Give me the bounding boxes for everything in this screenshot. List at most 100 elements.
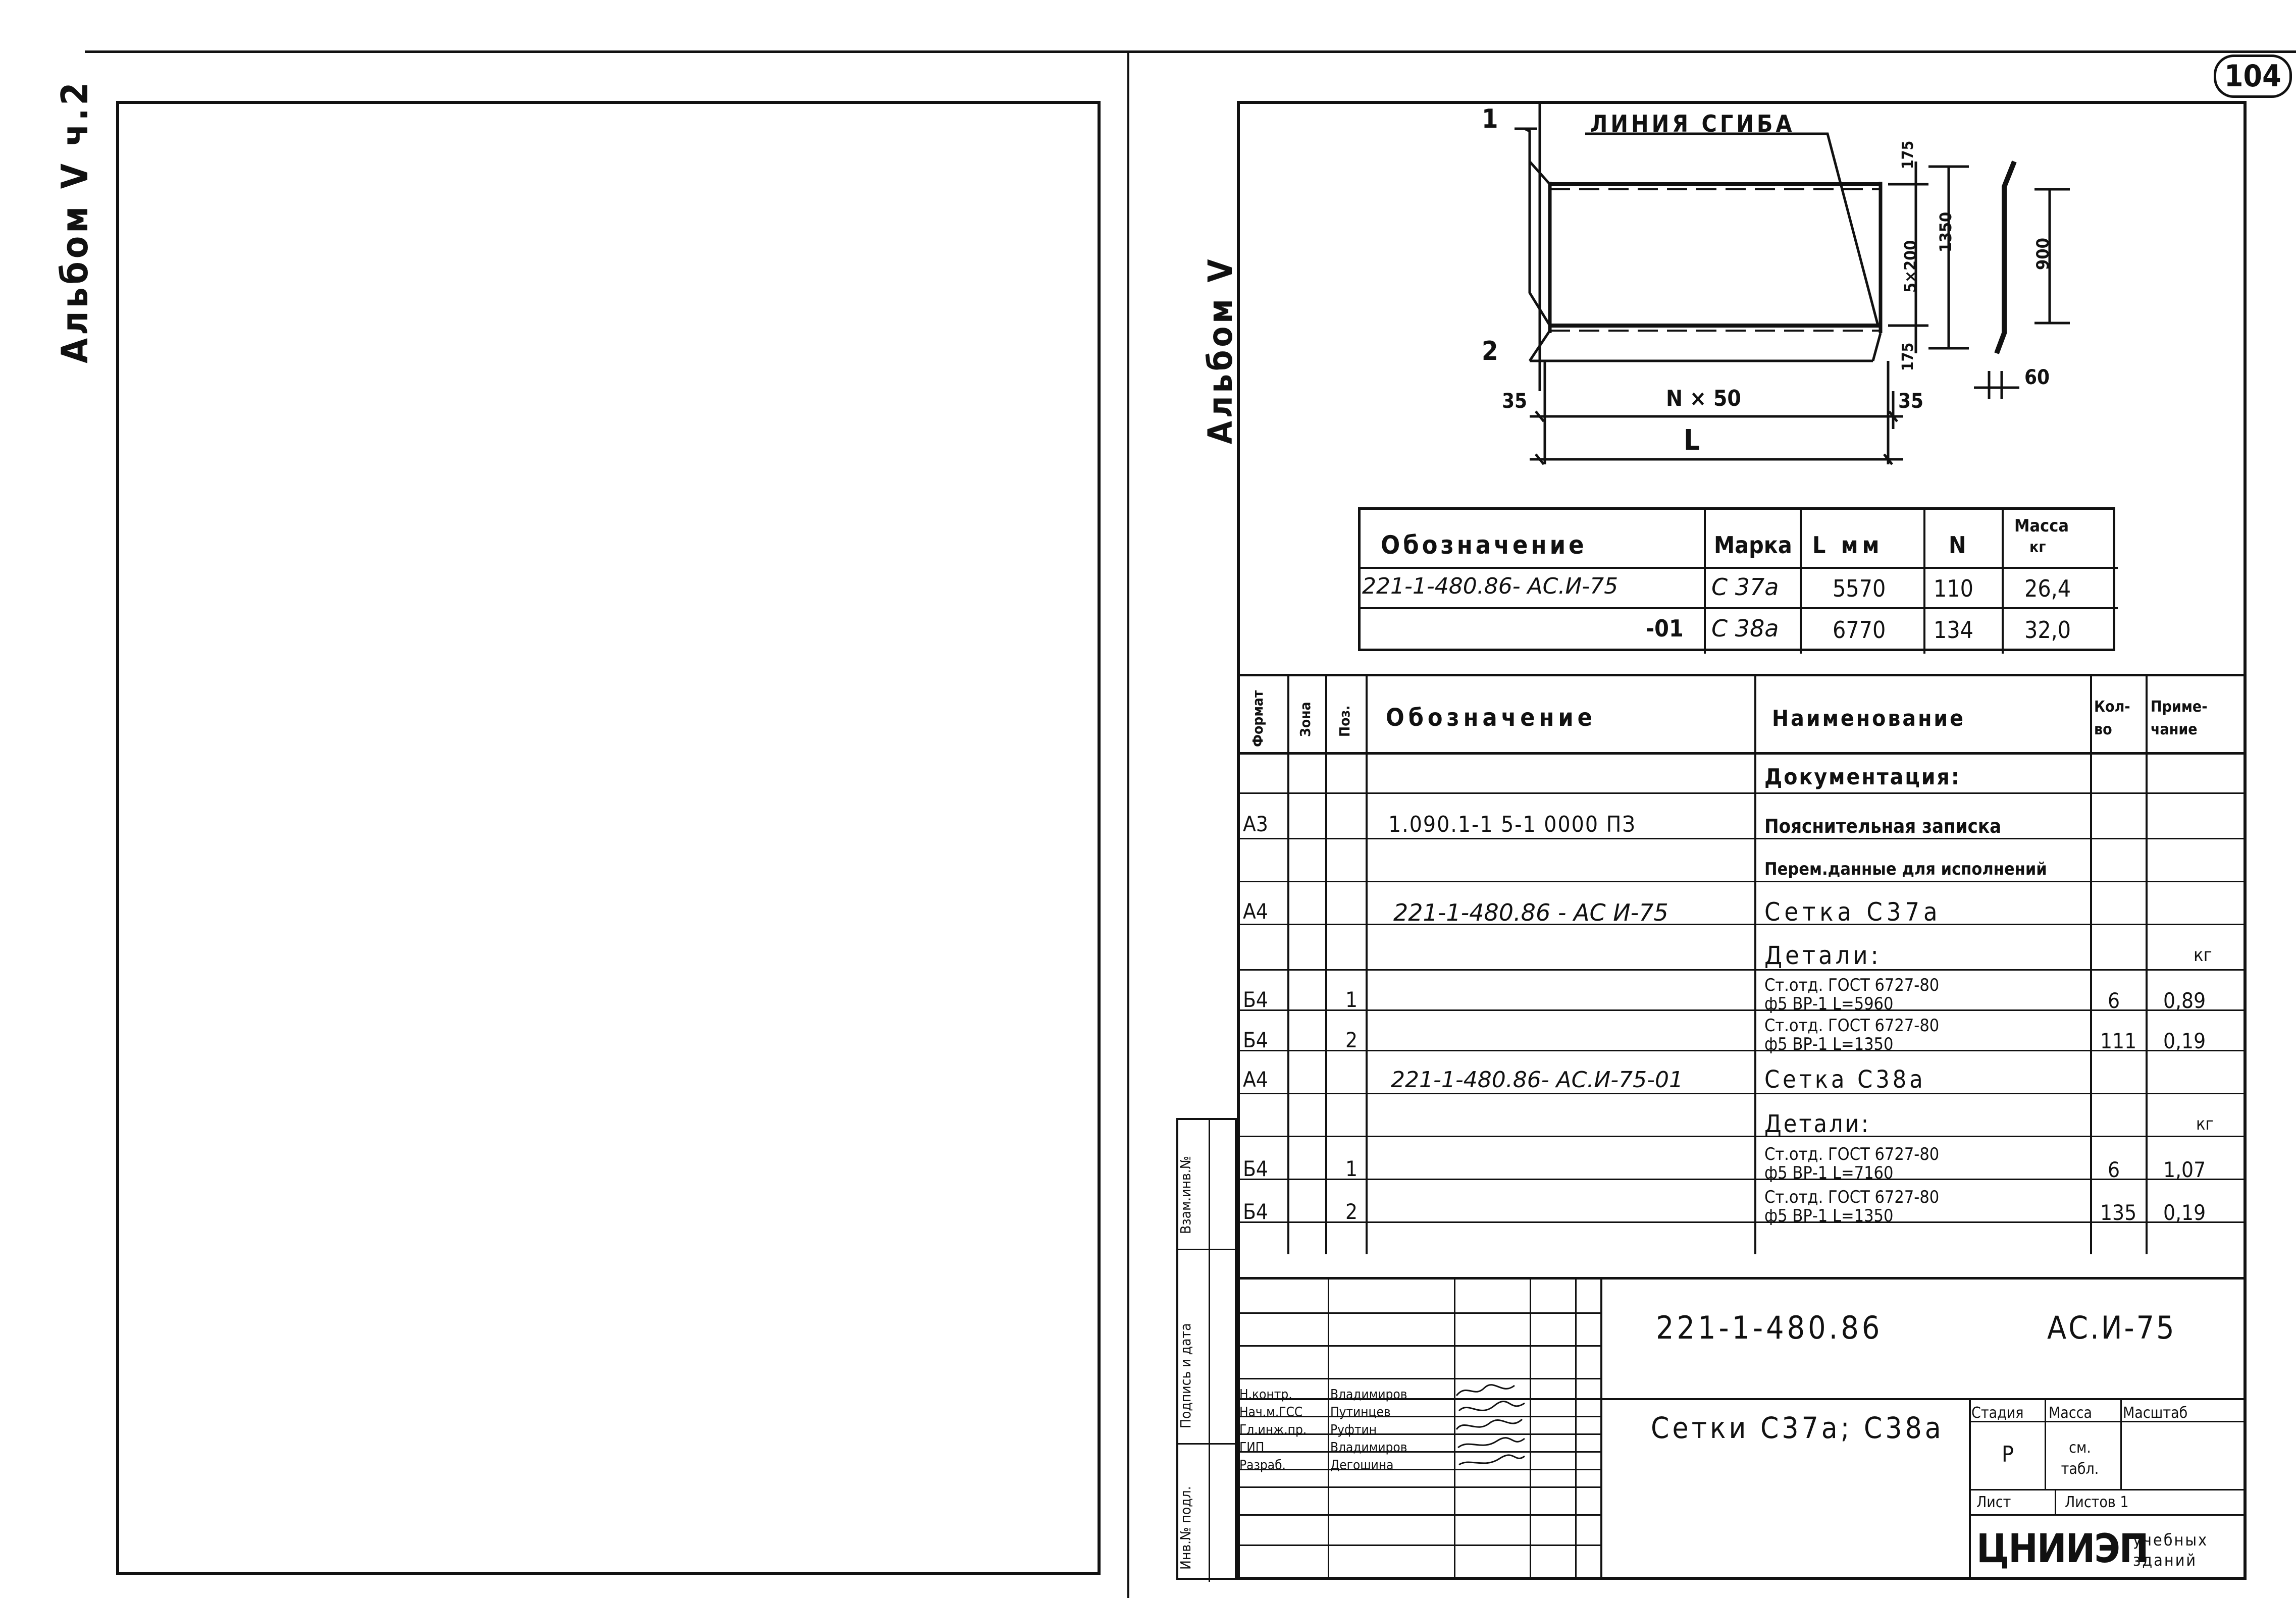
spec-row7-name: Ст.отд. ГОСТ 6727-80: [1764, 1016, 1940, 1036]
signer-1-role: Н.контр.: [1239, 1387, 1292, 1402]
spec-row11-name: Ст.отд. ГОСТ 6727-80: [1764, 1187, 1940, 1207]
variants-row1-l: 5570: [1833, 575, 1886, 602]
dim-900: 900: [2033, 238, 2053, 270]
dim-L: L: [1684, 424, 1700, 457]
spec-header-zone: Зона: [1297, 702, 1314, 737]
spec-row5-note: кг: [2194, 945, 2212, 966]
signer-5-role: Разраб.: [1239, 1458, 1286, 1473]
dim-175-top: 175: [1899, 140, 1917, 169]
dim-1350: 1350: [1936, 211, 1955, 252]
signer-5-name: Дегошина: [1330, 1458, 1394, 1473]
dim-5x200: 5×200: [1901, 240, 1920, 293]
spec-table: [1237, 674, 2247, 1254]
side-stamp: [1176, 1118, 1239, 1582]
signer-3-name: Руфтин: [1330, 1422, 1377, 1437]
spec-header-designation: Обозначение: [1386, 704, 1596, 732]
spec-row6-pos: 1: [1345, 987, 1358, 1012]
album-label: Альбом Ⅴ: [1201, 256, 1240, 444]
side-stamp-podpis: Подпись и дата: [1177, 1323, 1194, 1428]
spec-row10-qty: 6: [2108, 1157, 2120, 1182]
scale-header: Масштаб: [2123, 1404, 2188, 1422]
spec-header-format: Формат: [1249, 690, 1266, 747]
spec-row11-note: 0,19: [2163, 1200, 2206, 1225]
spec-row7-name2: ф5 ВР-1 L=1350: [1764, 1034, 1894, 1054]
top-border-line: [85, 50, 2296, 53]
org-logo: ЦНИИЭП: [1976, 1526, 2149, 1572]
doc-suffix: АС.И-75: [2047, 1309, 2176, 1346]
title-block: [1237, 1277, 2247, 1580]
mass-header: Масса: [2049, 1404, 2093, 1422]
variants-header-kg: кг: [2029, 539, 2046, 556]
variants-header-mark: Марка: [1714, 531, 1792, 559]
spec-row4-format: А4: [1243, 899, 1268, 924]
right-sheet-frame: [1237, 101, 2247, 1580]
variants-row1-mass: 26,4: [2024, 575, 2071, 602]
spec-row4-designation: 221-1-480.86 - АС И-75: [1393, 899, 1668, 926]
org-name-2: зданий: [2133, 1551, 2198, 1570]
bend-profile: [1994, 161, 2017, 354]
spec-row8-format: А4: [1243, 1067, 1268, 1092]
spec-header-pos: Поз.: [1336, 705, 1353, 737]
spec-row8-designation: 221-1-480.86- АС.И-75-01: [1391, 1067, 1684, 1093]
spec-row9-note: кг: [2196, 1114, 2214, 1134]
spec-row8-name: Сетка С38а: [1764, 1066, 1926, 1094]
bend-line-label: ЛИНИЯ СГИБА: [1590, 110, 1795, 137]
variants-header-n: N: [1949, 531, 1966, 559]
spec-row11-qty: 135: [2100, 1200, 2137, 1225]
side-stamp-inv: Инв.№ подл.: [1177, 1486, 1194, 1570]
page-number: 104: [2214, 55, 2292, 98]
dim-35-right: 35: [1898, 390, 1924, 413]
spec-row6-note: 0,89: [2163, 988, 2206, 1013]
spec-header-qty: Кол-во: [2094, 698, 2130, 738]
spec-row3-name: Перем.данные для исполнений: [1764, 859, 2047, 879]
variants-row1-mark: С 37а: [1711, 573, 1779, 601]
left-sheet-frame: [116, 101, 1101, 1575]
variants-row1-n: 110: [1934, 575, 1973, 602]
sheets-label: Листов 1: [2065, 1494, 2129, 1511]
spec-header-name: Наименование: [1772, 706, 1966, 731]
spec-row10-pos: 1: [1345, 1156, 1358, 1181]
sheet-label: Лист: [1976, 1494, 2011, 1511]
side-stamp-vzam: Взам.инв.№: [1177, 1155, 1194, 1234]
spec-row10-name: Ст.отд. ГОСТ 6727-80: [1764, 1144, 1940, 1164]
variants-row2-mark: С 38а: [1711, 615, 1779, 642]
mesh-drawing: [1515, 101, 2070, 465]
spec-row10-name2: ф5 ВР-1 L=7160: [1764, 1163, 1894, 1183]
variants-header-l: L мм: [1812, 531, 1884, 559]
stage-header: Стадия: [1971, 1404, 2024, 1422]
sheet-title: Сетки С37а; С38а: [1651, 1411, 1944, 1445]
callout-1: 1: [1482, 104, 1498, 134]
spec-row2-name: Пояснительная записка: [1764, 815, 2002, 837]
variants-row2-n: 134: [1934, 616, 1973, 644]
dim-nx50: N × 50: [1666, 386, 1741, 411]
variants-header-mass: Масса: [2014, 516, 2069, 536]
spec-row7-qty: 111: [2100, 1029, 2137, 1053]
signer-4-name: Владимиров: [1330, 1440, 1407, 1455]
variants-row2-l: 6770: [1833, 616, 1886, 644]
spec-row11-pos: 2: [1345, 1199, 1358, 1224]
signer-3-role: Гл.инж.пр.: [1239, 1422, 1307, 1437]
spec-row6-name: Ст.отд. ГОСТ 6727-80: [1764, 975, 1940, 995]
spec-row10-note: 1,07: [2163, 1157, 2206, 1182]
spec-row2-format: А3: [1243, 812, 1268, 836]
dim-35-left: 35: [1502, 390, 1528, 413]
spec-row9-name: Детали:: [1764, 1110, 1871, 1138]
spec-row2-designation: 1.090.1-1 5-1 0000 ПЗ: [1388, 812, 1636, 837]
dim-175-bottom: 175: [1899, 342, 1917, 371]
spec-row4-name: Сетка С37а: [1764, 897, 1942, 927]
left-album-label: Альбом Ⅴ ч.2: [54, 79, 96, 363]
spec-row6-format: Б4: [1243, 987, 1268, 1012]
center-fold-line: [1127, 50, 1129, 1598]
signer-1-name: Владимиров: [1330, 1387, 1407, 1402]
spec-header-note: Приме-чание: [2151, 698, 2208, 738]
spec-row7-note: 0,19: [2163, 1029, 2206, 1053]
doc-code: 221-1-480.86: [1656, 1309, 1883, 1346]
variants-header-designation: Обозначение: [1381, 530, 1587, 560]
spec-row6-name2: ф5 ВР-1 L=5960: [1764, 994, 1894, 1014]
signer-4-role: ГИП: [1239, 1440, 1265, 1455]
org-name-1: учебных: [2133, 1530, 2209, 1550]
variants-table: [1358, 507, 2118, 654]
spec-row1-name: Документация:: [1764, 764, 1961, 790]
variants-row2-mass: 32,0: [2024, 616, 2071, 644]
signer-2-name: Путинцев: [1330, 1405, 1391, 1420]
